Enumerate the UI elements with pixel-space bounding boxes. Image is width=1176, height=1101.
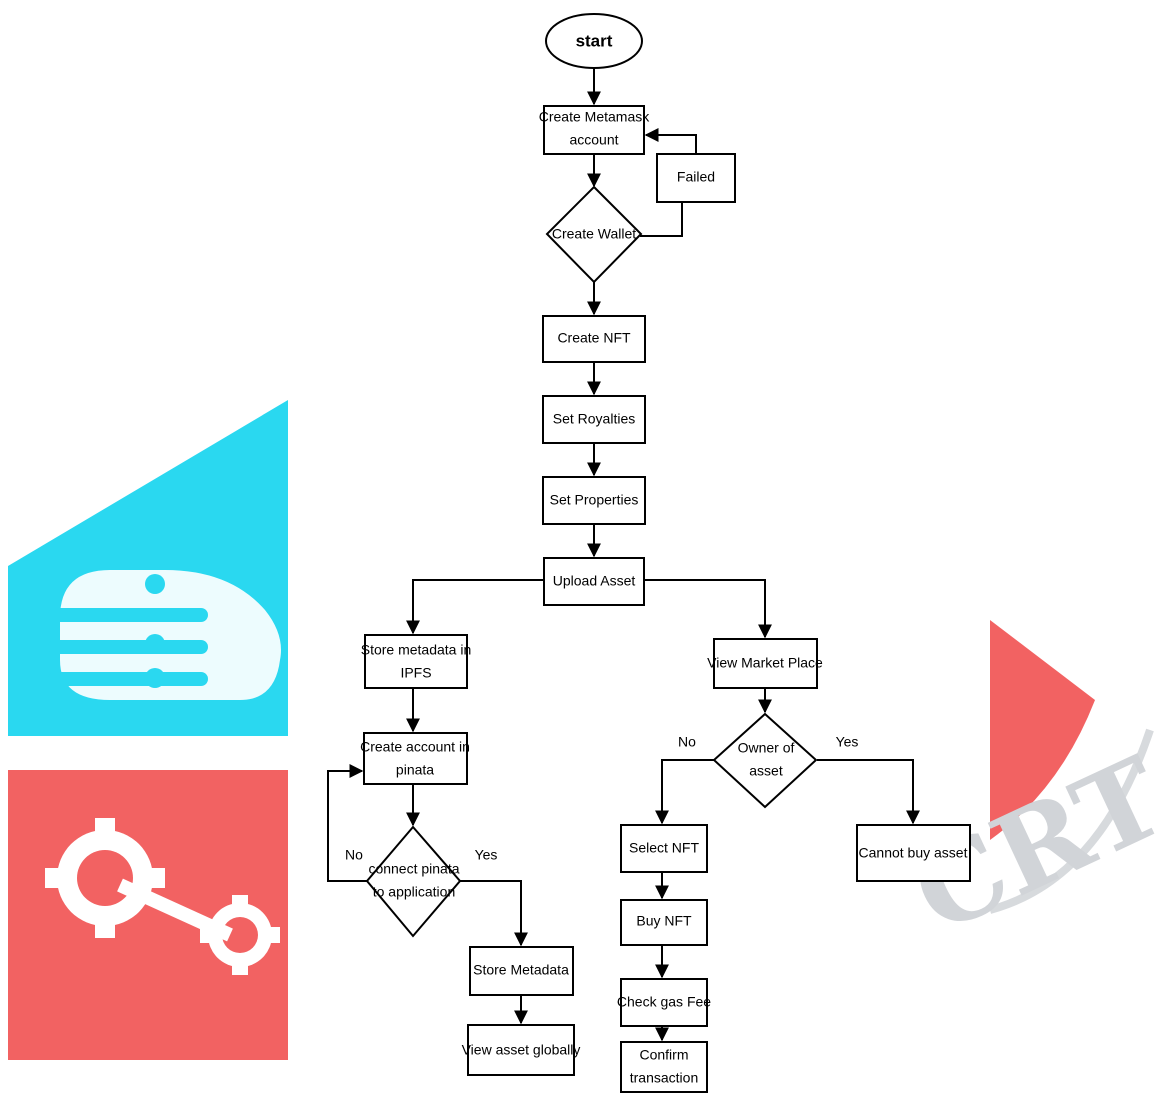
node-connect-pinata-line1: connect pinata <box>368 861 459 877</box>
edge-owner-no-to-select <box>655 759 714 825</box>
watermark-grey-arc <box>988 728 1154 914</box>
edge-owner-yes-to-cannot <box>817 759 920 825</box>
edge-connect-yes-to-store <box>459 880 528 947</box>
node-create-metamask-label-line2: account <box>569 132 618 148</box>
node-set-royalties: Set Royalties <box>542 395 646 444</box>
watermark-gear-icon <box>45 818 280 975</box>
node-owner-of-asset-line2: asset <box>749 763 783 779</box>
edge-wallet-to-failed-loop <box>640 202 683 237</box>
node-start: start <box>545 13 643 69</box>
node-check-gas-fee-label: Check gas Fee <box>617 994 711 1010</box>
node-buy-nft-label: Buy NFT <box>636 913 692 929</box>
node-confirm-transaction-line1: Confirm <box>639 1047 688 1063</box>
node-cannot-buy-asset-label: Cannot buy asset <box>859 845 968 861</box>
node-store-metadata-label: Store Metadata <box>473 962 569 978</box>
node-create-metamask-label-line1: Create Metamask <box>539 109 650 125</box>
node-start-label: start <box>576 31 613 50</box>
watermark-cloud-icon <box>48 570 281 700</box>
node-create-account-pinata-line1: Create account in <box>360 739 470 755</box>
node-failed-label: Failed <box>677 169 715 185</box>
watermark-red-arc <box>990 620 1095 840</box>
node-owner-of-asset: Owner of asset <box>712 712 818 809</box>
node-select-nft-label: Select NFT <box>629 840 699 856</box>
node-set-properties: Set Properties <box>542 476 646 525</box>
edge-label-pinata-no: No <box>345 847 363 863</box>
node-create-account-pinata-line2: pinata <box>396 762 434 778</box>
node-create-nft: Create NFT <box>542 315 646 363</box>
node-check-gas-fee: Check gas Fee <box>617 978 711 1027</box>
node-view-asset-globally: View asset globally <box>462 1024 581 1076</box>
edge-upload-to-ipfs <box>406 579 544 635</box>
node-view-market-place: View Market Place <box>707 638 823 689</box>
node-buy-nft: Buy NFT <box>620 899 708 946</box>
node-set-properties-label: Set Properties <box>550 492 639 508</box>
node-upload-asset: Upload Asset <box>543 557 645 606</box>
node-failed: Failed <box>656 153 736 203</box>
node-set-royalties-label: Set Royalties <box>553 411 635 427</box>
node-store-metadata-ipfs-line2: IPFS <box>400 665 431 681</box>
node-create-nft-label: Create NFT <box>557 330 631 346</box>
node-owner-of-asset-line1: Owner of <box>738 740 795 756</box>
node-create-wallet: Create Wallet <box>545 185 643 284</box>
edge-label-owner-no: No <box>678 734 696 750</box>
edge-connect-no-loop <box>327 764 368 882</box>
node-connect-pinata-line2: to application <box>373 884 456 900</box>
node-create-wallet-label: Create Wallet <box>552 226 636 242</box>
node-confirm-transaction: Confirm transaction <box>620 1041 708 1093</box>
node-create-account-pinata: Create account in pinata <box>360 732 470 785</box>
flowchart-edges <box>327 66 920 1042</box>
node-store-metadata-ipfs: Store metadata in IPFS <box>361 634 472 689</box>
node-create-metamask-account: Create Metamask account <box>539 105 650 155</box>
node-store-metadata-ipfs-line1: Store metadata in <box>361 642 472 658</box>
edge-failed-to-metamask <box>644 128 697 154</box>
edge-label-pinata-yes: Yes <box>475 847 498 863</box>
node-store-metadata: Store Metadata <box>469 946 574 996</box>
node-confirm-transaction-line2: transaction <box>630 1070 698 1086</box>
node-upload-asset-label: Upload Asset <box>553 573 636 589</box>
edge-upload-to-marketplace <box>644 579 772 639</box>
node-view-market-place-label: View Market Place <box>707 655 823 671</box>
edge-label-owner-yes: Yes <box>836 734 859 750</box>
node-cannot-buy-asset: Cannot buy asset <box>856 824 971 882</box>
node-view-asset-globally-label: View asset globally <box>462 1042 581 1058</box>
node-connect-pinata: connect pinata to application <box>365 825 462 938</box>
node-select-nft: Select NFT <box>620 824 708 873</box>
